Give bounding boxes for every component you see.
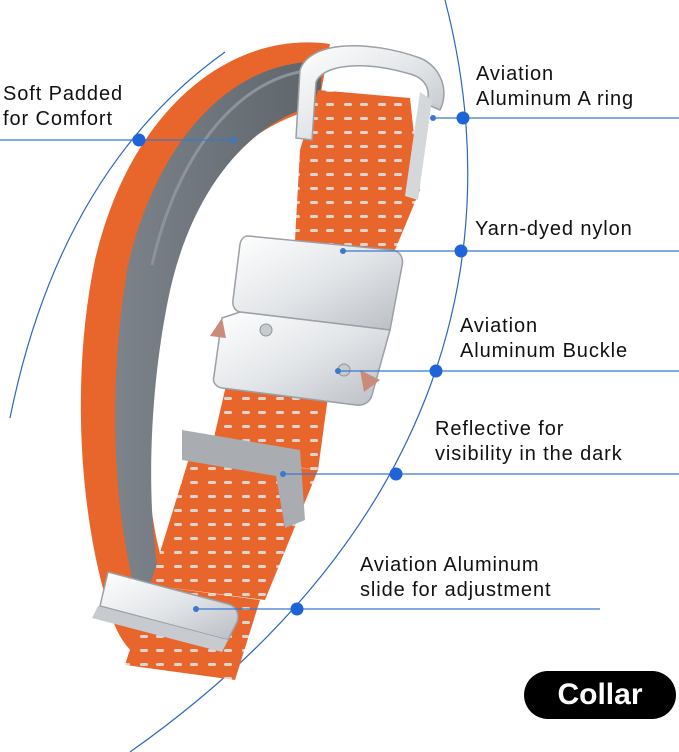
- adjust-slide: [99, 571, 239, 641]
- label-soft-padded: Soft Padded for Comfort: [3, 82, 123, 132]
- leader-lines: [0, 117, 679, 610]
- decorative-arc-right: [129, 0, 469, 752]
- strap-upper: [295, 90, 420, 250]
- label-reflective: Reflective for visibility in the dark: [435, 417, 623, 467]
- label-reflective-line2: visibility in the dark: [435, 443, 623, 465]
- label-buckle-line1: Aviation: [460, 315, 538, 337]
- buckle-bottom: [212, 311, 391, 406]
- label-yarn-dyed: Yarn-dyed nylon: [475, 217, 633, 242]
- label-a-ring: Aviation Aluminum A ring: [476, 62, 634, 112]
- strap-lower: [150, 455, 318, 600]
- label-soft-padded-line1: Soft Padded: [3, 83, 123, 105]
- label-buckle-line2: Aluminum Buckle: [460, 340, 629, 362]
- buckle-top: [232, 235, 404, 331]
- a-ring: [295, 45, 445, 141]
- feature-markers-large: [132, 111, 470, 616]
- label-slide-line1: Aviation Aluminum: [360, 554, 540, 576]
- collar-badge: Collar: [524, 671, 676, 719]
- label-reflective-line1: Reflective for: [435, 418, 565, 440]
- label-slide-line2: slide for adjustment: [360, 579, 552, 601]
- feature-markers-small: [193, 115, 436, 612]
- label-a-ring-line2: Aluminum A ring: [476, 88, 635, 110]
- collar-padding: [115, 61, 322, 591]
- label-slide: Aviation Aluminum slide for adjustment: [360, 553, 551, 603]
- label-buckle: Aviation Aluminum Buckle: [460, 314, 628, 364]
- label-soft-padded-line2: for Comfort: [3, 108, 113, 130]
- keeper-loop: [182, 430, 305, 528]
- decorative-arc-left: [9, 51, 226, 419]
- label-yarn-dyed-line1: Yarn-dyed nylon: [475, 218, 633, 240]
- label-a-ring-line1: Aviation: [476, 63, 554, 85]
